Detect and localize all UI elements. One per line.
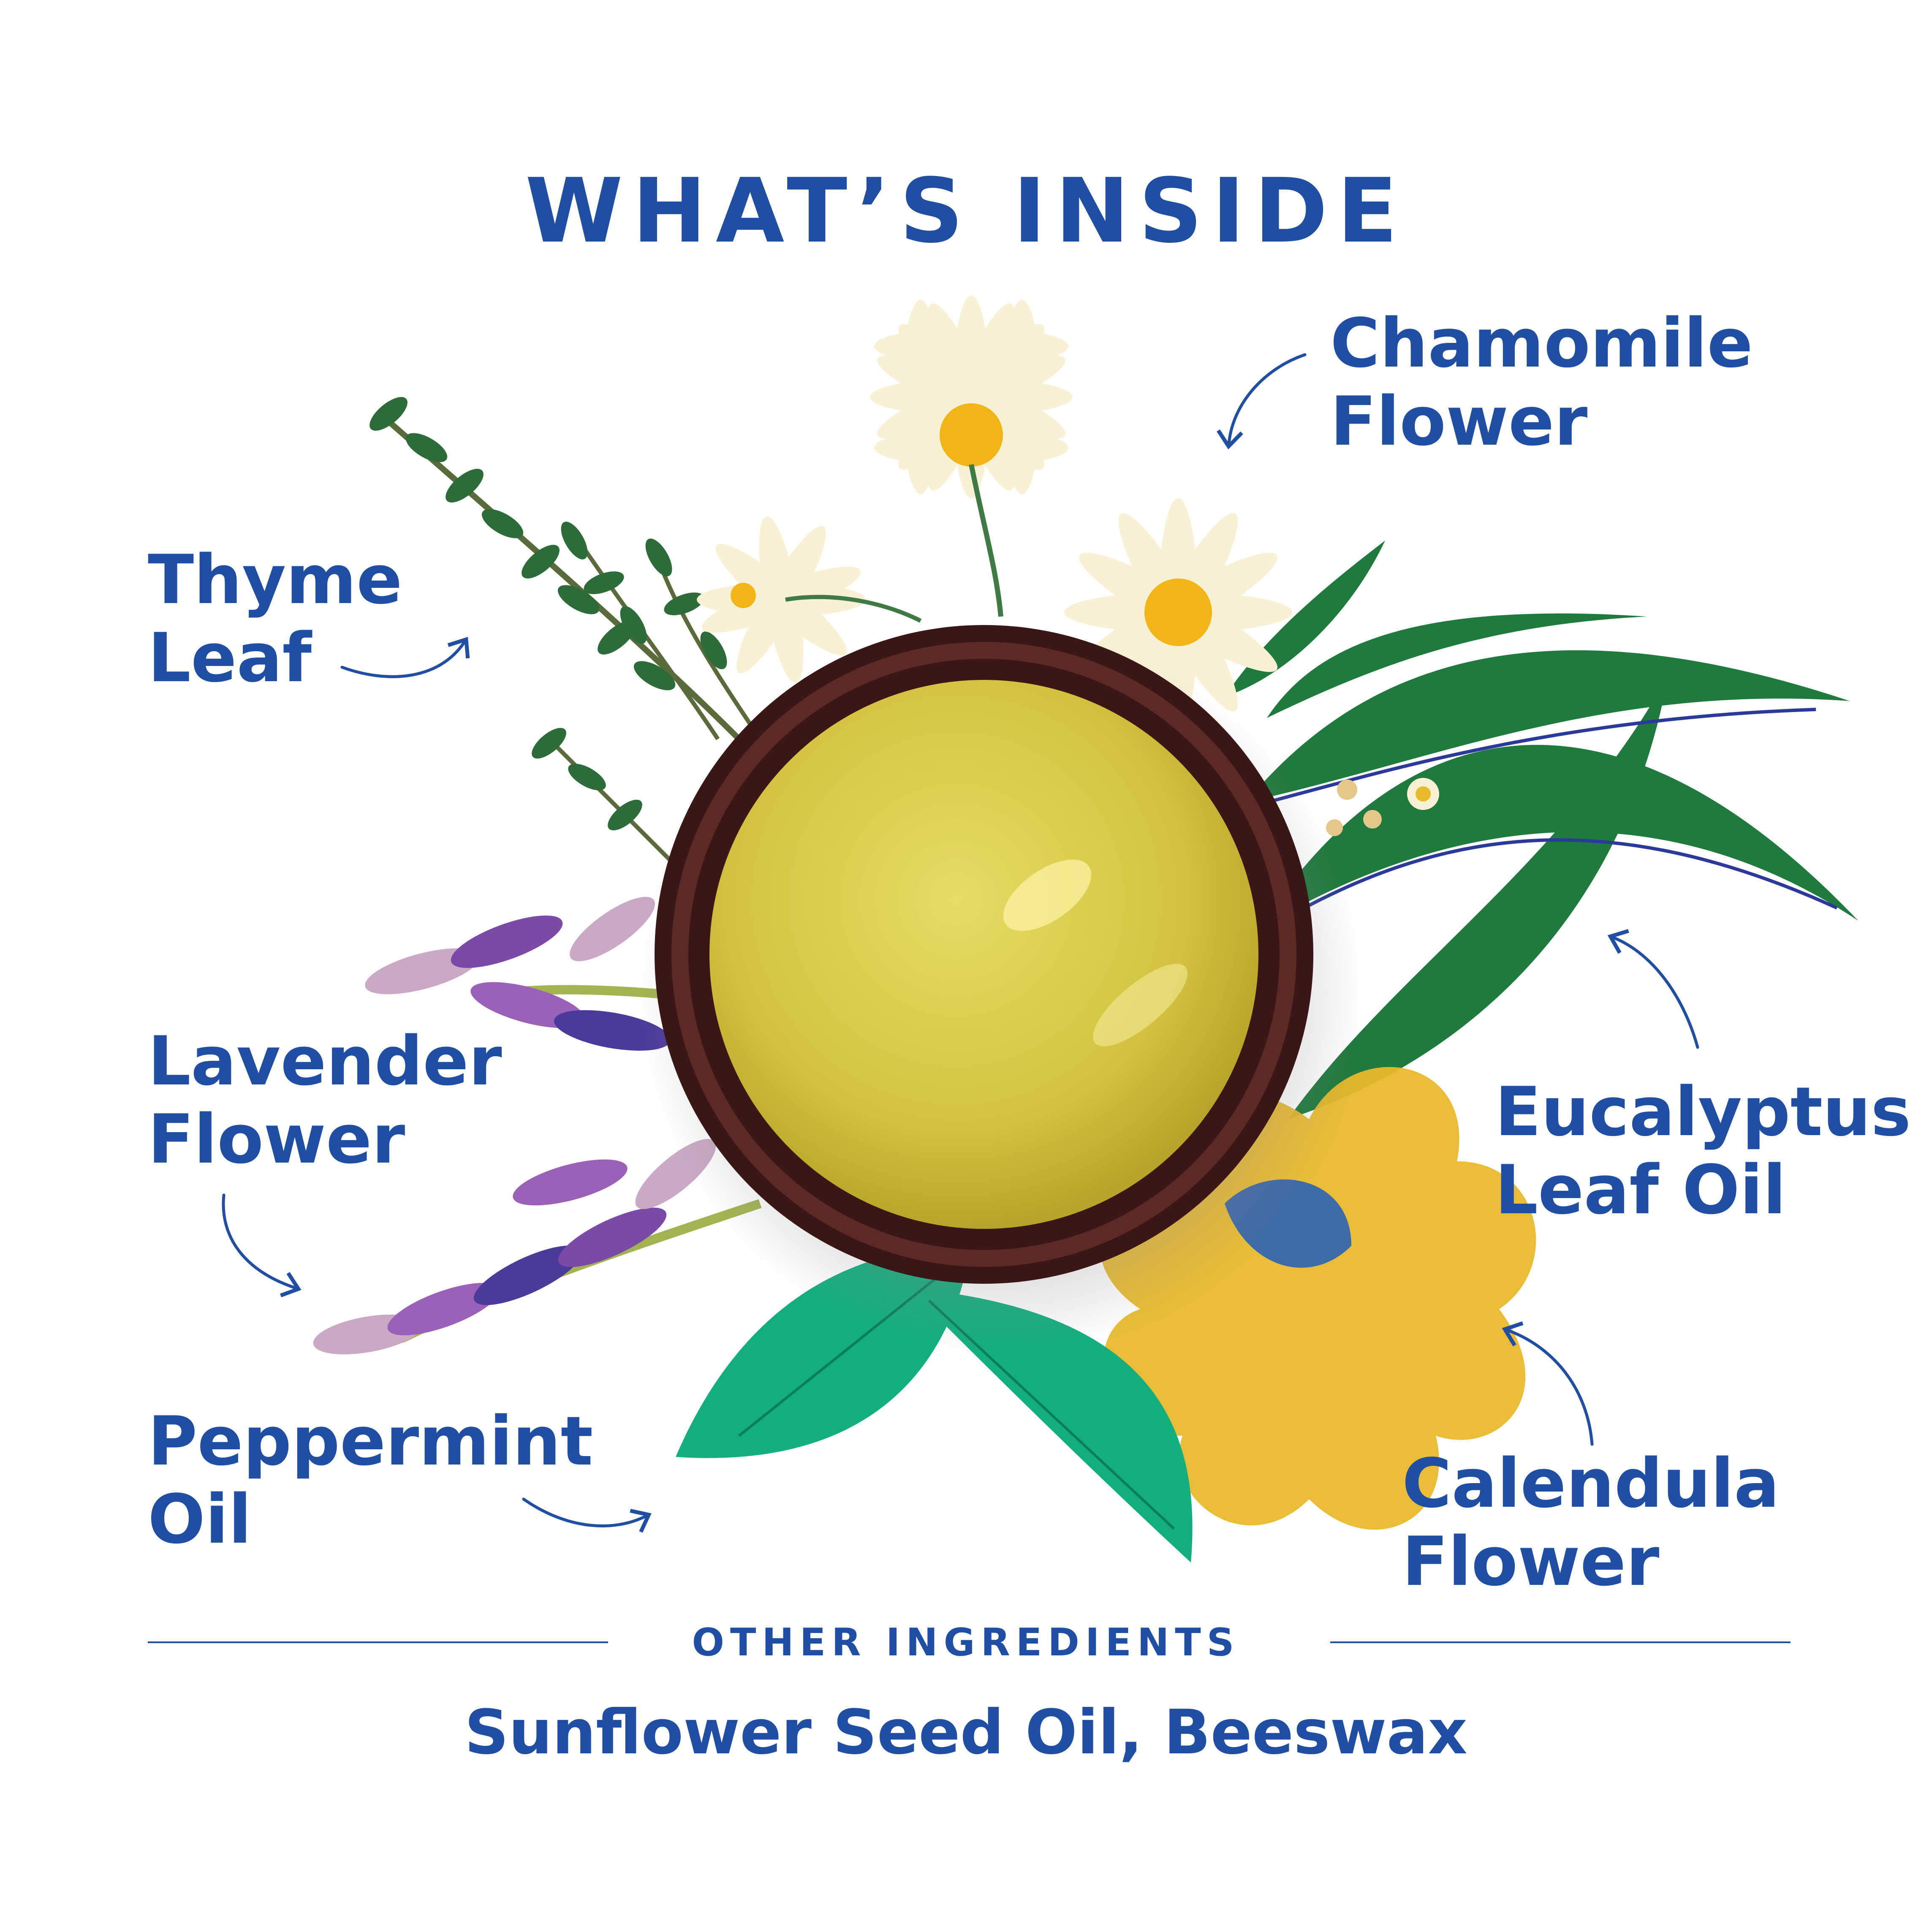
ingredient-label-lavender: Lavender Flower — [148, 1022, 502, 1179]
ingredient-label-calendula: Calendula Flower — [1402, 1444, 1780, 1601]
ingredient-label-thyme: Thyme Leaf — [148, 540, 402, 697]
peppermint-arrow-icon — [522, 1497, 652, 1533]
thyme-arrow-icon — [340, 637, 470, 678]
balm-surface — [709, 680, 1258, 1229]
thyme-sprigs-icon — [370, 397, 754, 867]
other-ingredients-list: Sunflower Seed Oil, Beeswax — [465, 1697, 1467, 1768]
small-flowers-icon — [1326, 778, 1439, 836]
eucalyptus-arrow-icon — [1607, 929, 1699, 1049]
chamomile-arrow-icon — [1217, 353, 1307, 450]
ingredient-label-chamomile: Chamomile Flower — [1330, 304, 1753, 461]
ingredient-label-eucalyptus: Eucalyptus Leaf Oil — [1495, 1072, 1911, 1229]
calendula-arrow-icon — [1502, 1321, 1594, 1446]
right-divider — [1330, 1641, 1791, 1643]
ingredient-label-peppermint: Peppermint Oil — [148, 1402, 593, 1559]
lavender-arrow-icon — [222, 1193, 302, 1297]
other-ingredients-heading: OTHER INGREDIENTS — [692, 1620, 1240, 1665]
left-divider — [148, 1641, 608, 1643]
balm-jar-icon — [655, 625, 1313, 1284]
chamomile-flowers-icon — [697, 296, 1292, 726]
page-title: WHAT’S INSIDE — [525, 159, 1407, 263]
